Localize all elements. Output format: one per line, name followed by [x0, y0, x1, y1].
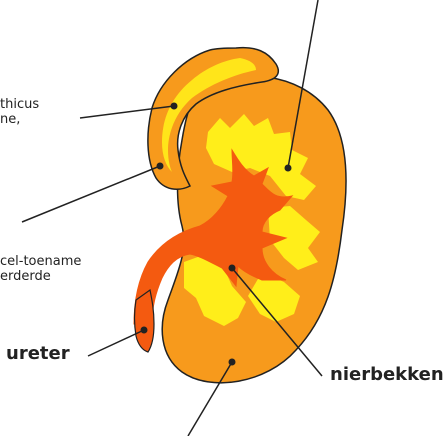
- label-sympathicus-line2: ne,: [0, 112, 39, 127]
- label-sympathicus-line1: thicus: [0, 97, 39, 112]
- label-toename-line2: erderde: [0, 269, 81, 284]
- ureter-tube: [135, 290, 155, 352]
- label-nierbekken: nierbekken: [330, 364, 444, 385]
- label-toename-line1: cel-toename: [0, 254, 81, 269]
- label-toename: cel-toename erderde: [0, 254, 81, 284]
- label-ureter: ureter: [6, 343, 70, 364]
- label-sympathicus: thicus ne,: [0, 97, 39, 127]
